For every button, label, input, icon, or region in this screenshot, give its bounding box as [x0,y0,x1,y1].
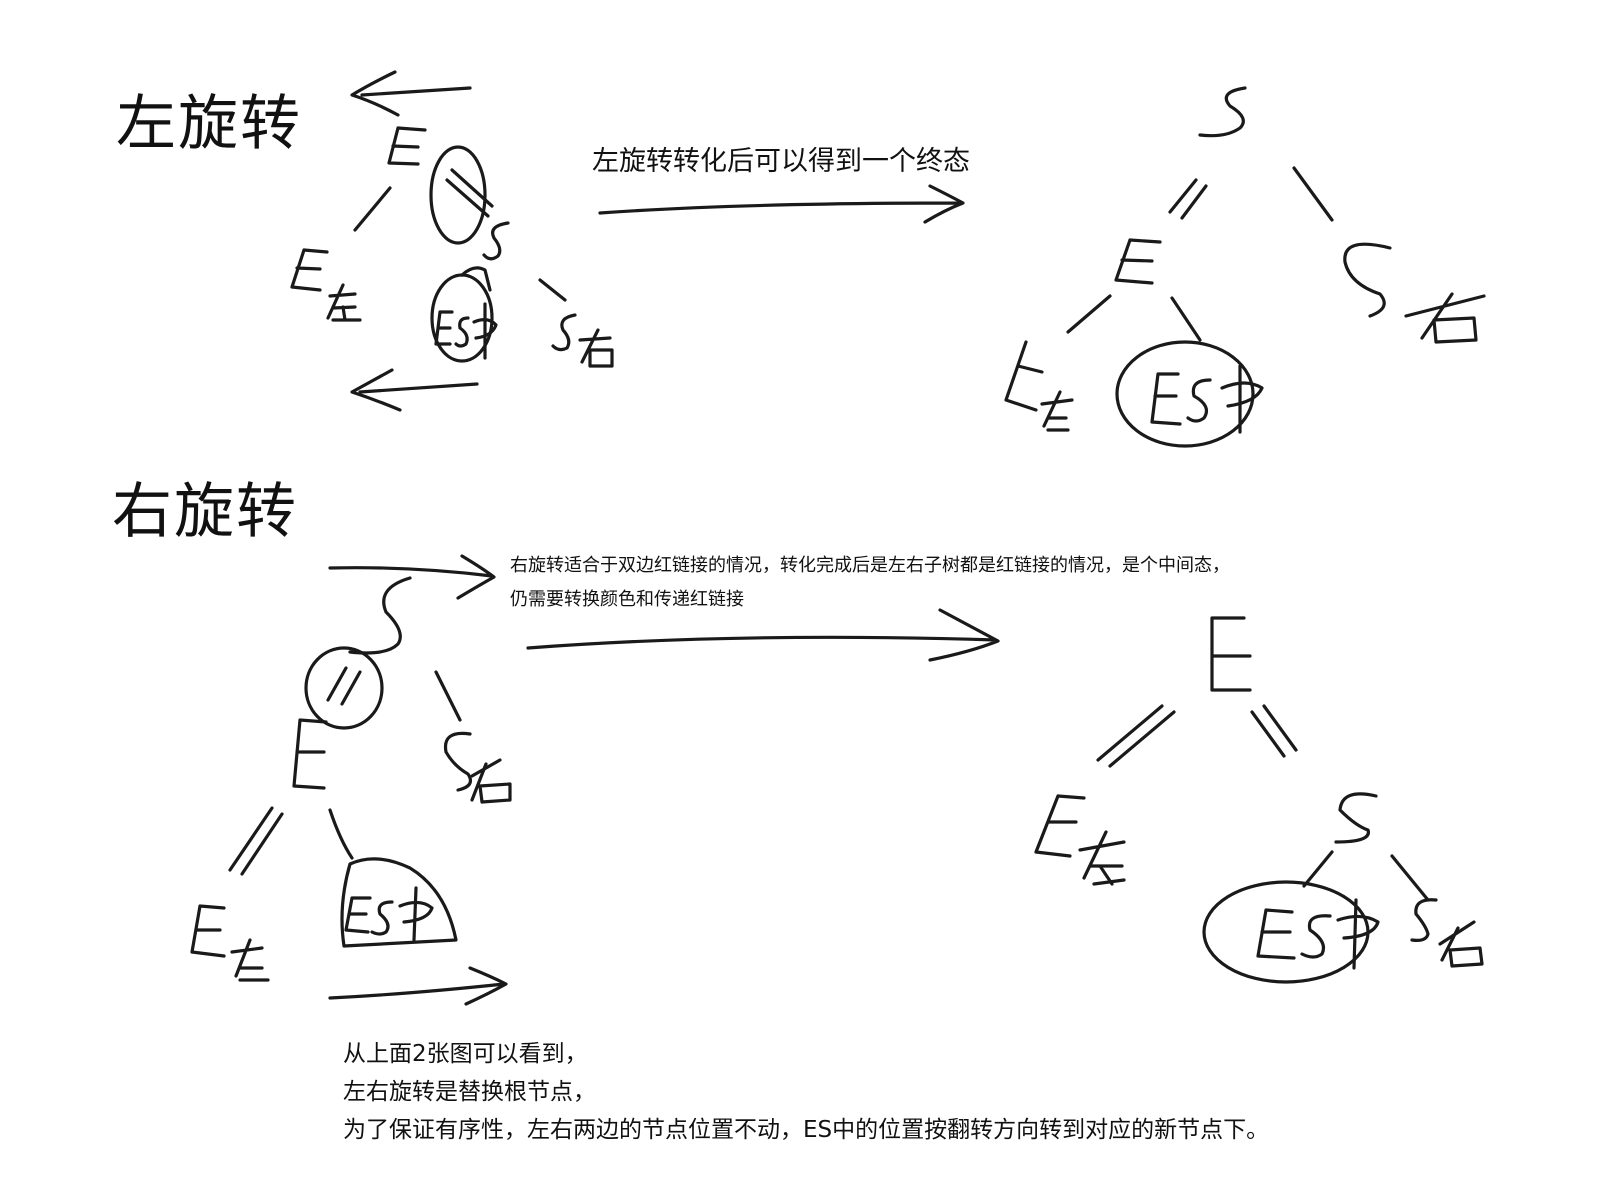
red-link-double-2 [326,666,362,706]
summary-line-1: 从上面2张图可以看到， [343,1041,588,1067]
es-node-shape [340,857,458,948]
right-rotation-note: 右旋转适合于双边红链接的情况，转化完成后是左右子树都是红链接的情况，是个中间态，… [510,549,1230,617]
after-label-right-glyph-2 [1438,920,1484,968]
after-node-s-glyph [1334,792,1378,844]
after-label-right-glyph [1404,292,1486,344]
red-node-circle [429,145,487,245]
link-es-mid-2 [328,808,354,860]
node-s-right-glyph [551,313,577,352]
summary-text: 从上面2张图可以看到， 左右旋转是替换根节点， 为了保证有序性，左右两边的节点位… [343,1035,1269,1149]
after-label-left-glyph [1040,390,1074,432]
label-right-glyph-2 [470,758,512,804]
link-s-right [538,278,567,302]
link-s-right-2 [434,670,462,722]
summary-line-2: 左右旋转是替换根节点， [343,1079,596,1105]
es-node-glyph-2 [344,886,434,942]
after-root-s-glyph [1198,86,1247,138]
red-link-double-3 [228,806,284,876]
after-link-right [1292,166,1334,222]
right-rotation-note-line-2: 仍需要转换颜色和传递红链接 [510,589,744,610]
after-node-e-left-glyph [1004,340,1044,412]
arrow-right-bottom [328,966,508,1006]
left-rotation-after [1004,86,1486,448]
es-node-glyph [434,302,498,360]
after-es-node-circle [1115,340,1255,448]
after-root-e-glyph [1210,616,1252,692]
after-node-s-right-glyph-2 [1410,898,1438,942]
left-rotation-note: 左旋转转化后可以得到一个终态 [592,146,970,177]
node-e-left-glyph [290,248,329,292]
arrow-left-top [350,70,472,117]
left-rotation-title: 左旋转 [116,89,302,159]
right-transform-arrow [526,608,1000,662]
root-s-glyph [348,576,412,655]
right-rotation-after [1034,616,1484,984]
link-e-left [353,186,392,232]
after-red-link-double [1168,178,1208,220]
right-rotation-before [190,554,512,1006]
left-rotation-before [290,70,614,412]
node-e-glyph-2 [292,718,328,790]
label-left-glyph-2 [230,938,270,982]
right-rotation-title: 右旋转 [112,477,298,547]
left-transform-arrow [598,184,965,224]
red-node-circle-2 [304,646,384,730]
summary-line-3: 为了保证有序性，左右两边的节点位置不动，ES中的位置按翻转方向转到对应的新节点下… [343,1117,1270,1143]
es-node-circle [430,273,494,363]
after-node-e-left-glyph-2 [1034,794,1086,858]
after-es-node-glyph-2 [1256,898,1380,970]
arrow-left-bottom [350,368,479,412]
after-link-es [1170,296,1202,342]
node-e-left-glyph-2 [190,904,226,958]
label-left-glyph [326,283,362,322]
after-node-e-glyph [1114,238,1162,285]
label-right-glyph [578,328,614,368]
after-link-e-left [1066,294,1112,334]
after-link-es-2 [1302,850,1334,888]
after-node-s-right-glyph [1343,242,1392,318]
after-red-link-double-3 [1250,704,1298,758]
after-red-link-double-2 [1096,704,1176,768]
link-es-mid [460,266,492,292]
red-link-double [445,168,494,218]
after-es-node-glyph [1150,364,1264,434]
after-label-left-glyph-2 [1078,830,1126,886]
arrow-right-top [328,554,496,600]
node-s-glyph [482,221,510,261]
node-e-glyph [387,126,427,166]
after-link-s-right [1390,854,1430,902]
right-rotation-note-line-1: 右旋转适合于双边红链接的情况，转化完成后是左右子树都是红链接的情况，是个中间态， [510,555,1230,576]
node-s-right-glyph-2 [443,731,472,792]
